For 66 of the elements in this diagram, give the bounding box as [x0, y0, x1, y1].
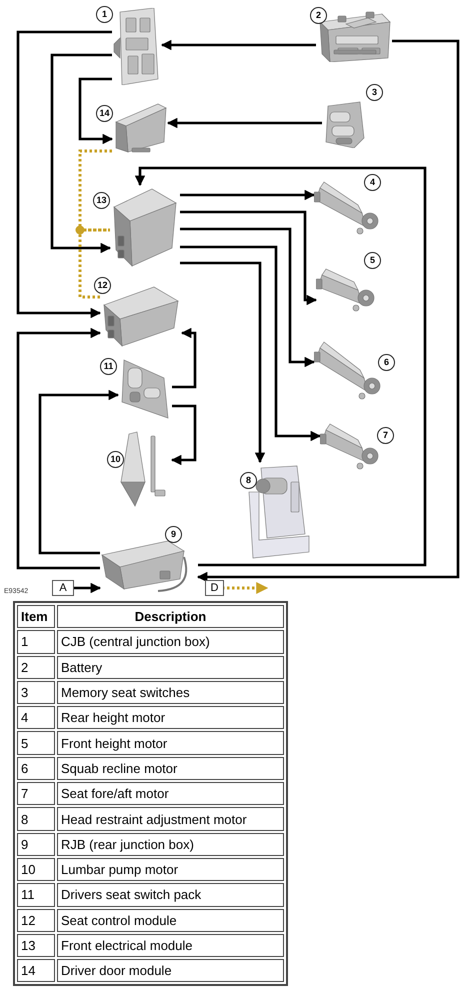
- key-letter: D: [205, 580, 224, 596]
- item-description: CJB (central junction box): [57, 630, 284, 654]
- arrow: [222, 582, 268, 594]
- arrow: [72, 582, 102, 594]
- column-header: Item: [17, 605, 55, 628]
- item-number: 7: [17, 782, 55, 806]
- callout-number: 9: [165, 526, 182, 543]
- item-description: Lumbar pump motor: [57, 858, 284, 882]
- arrow: [180, 262, 266, 464]
- arrow: [170, 404, 196, 466]
- item-number: 13: [17, 934, 55, 958]
- item-description: Head restraint adjustment motor: [57, 807, 284, 831]
- arrow: [78, 78, 114, 144]
- item-number: 9: [17, 832, 55, 856]
- item-number: 10: [17, 858, 55, 882]
- item-description: Rear height motor: [57, 706, 284, 730]
- column-header: Description: [57, 605, 284, 628]
- item-number: 5: [17, 731, 55, 755]
- item-description: RJB (rear junction box): [57, 832, 284, 856]
- callout-number: 3: [366, 84, 383, 101]
- callout-number: 6: [378, 354, 395, 371]
- item-number: 8: [17, 807, 55, 831]
- callout-number: 10: [107, 451, 124, 468]
- callout-number: 13: [93, 192, 110, 209]
- item-description: Battery: [57, 656, 284, 679]
- callout-number: 5: [364, 252, 381, 269]
- item-description: Seat fore/aft motor: [57, 782, 284, 806]
- callout-number: 2: [310, 7, 327, 24]
- item-number: 14: [17, 959, 55, 982]
- arrow: [134, 166, 426, 566]
- arrow: [160, 40, 316, 50]
- callout-number: 12: [94, 277, 111, 294]
- bus-line: [78, 150, 112, 232]
- item-description: Front height motor: [57, 731, 284, 755]
- item-number: 3: [17, 680, 55, 704]
- key-letter: A: [52, 580, 74, 596]
- item-number: 6: [17, 756, 55, 780]
- item-description: Seat control module: [57, 908, 284, 932]
- item-number: 4: [17, 706, 55, 730]
- bus-line: [78, 228, 110, 298]
- arrow: [38, 390, 120, 554]
- item-number: 12: [17, 908, 55, 932]
- callout-number: 14: [96, 105, 113, 122]
- arrow: [180, 246, 322, 442]
- callout-number: 8: [240, 472, 257, 489]
- item-description: Driver door module: [57, 959, 284, 982]
- item-number: 1: [17, 630, 55, 654]
- callout-number: 11: [100, 358, 117, 375]
- item-description: Drivers seat switch pack: [57, 883, 284, 907]
- item-number: 11: [17, 883, 55, 907]
- arrow: [16, 328, 102, 570]
- item-description: Squab recline motor: [57, 756, 284, 780]
- callout-number: 7: [377, 427, 394, 444]
- callout-number: 4: [364, 174, 381, 191]
- item-description: Front electrical module: [57, 934, 284, 958]
- arrow: [180, 190, 316, 200]
- item-description: Memory seat switches: [57, 680, 284, 704]
- callout-number: 1: [96, 6, 113, 23]
- item-number: 2: [17, 656, 55, 679]
- arrow: [50, 54, 112, 254]
- arrow: [16, 30, 112, 318]
- arrow: [172, 328, 196, 388]
- arrow: [180, 228, 316, 368]
- arrow: [196, 40, 460, 582]
- arrow: [180, 210, 318, 306]
- arrow: [166, 118, 322, 128]
